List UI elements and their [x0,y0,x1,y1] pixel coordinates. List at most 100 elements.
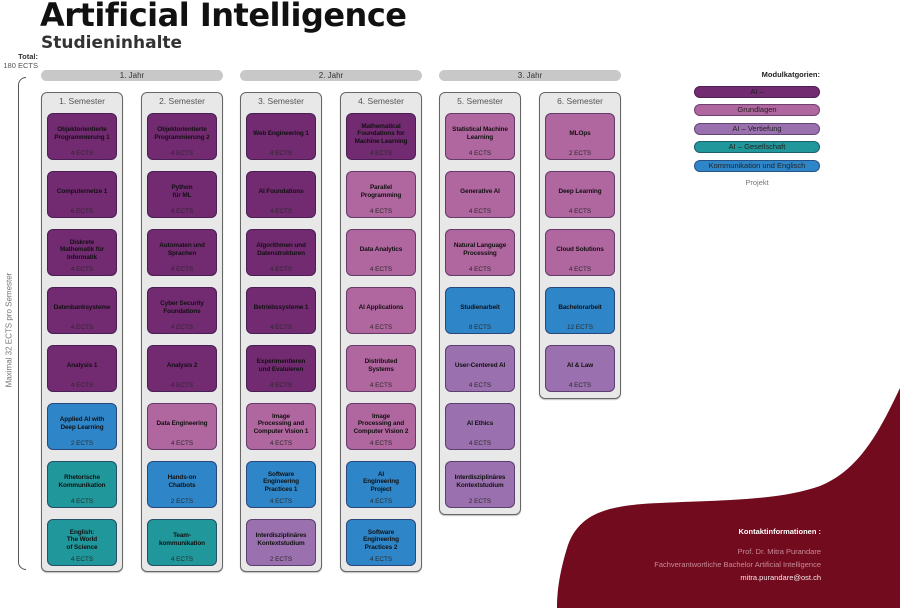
module-name: Experimentieren und Evaluieren [256,358,306,373]
module-name: Betriebssysteme 1 [253,304,309,312]
module-name: Team- kommunikation [159,532,205,547]
semester-column: 2. Semester Objektorientierte Programmie… [141,92,223,572]
max-ects-label: Maximal 32 ECTS pro Semester [4,272,14,388]
module-name: Datenbanksysteme [53,304,111,312]
module-card: Experimentieren und Evaluieren 4 ECTS [246,345,316,392]
module-ects: 2 ECTS [568,150,592,157]
semester-bracket [18,77,26,570]
module-card: Analysis 1 4 ECTS [47,345,117,392]
module-ects: 4 ECTS [568,266,592,273]
legend-item-vertiefung: AI – Vertiefung [694,122,820,135]
legend-title: Modulkatgorien: [761,70,820,79]
module-ects: 4 ECTS [468,266,492,273]
module-ects: 4 ECTS [170,440,194,447]
semester-title: 4. Semester [358,96,404,106]
page-title: Artificial Intelligence [40,0,407,34]
module-name: Parallel Programming [360,184,402,199]
module-ects: 6 ECTS [70,208,94,215]
module-name: Objektorientierte Programmierung 1 [54,126,110,141]
module-card: User-Centered AI 4 ECTS [445,345,515,392]
module-ects: 4 ECTS [369,498,393,505]
page-subtitle: Studieninhalte [41,33,183,53]
module-name: Interdisziplinäres Kontextstudium [454,474,506,489]
module-name: User-Centered AI [454,362,506,370]
module-name: Analysis 1 [66,362,98,370]
module-ects: 4 ECTS [170,382,194,389]
module-ects: 4 ECTS [369,150,393,157]
module-ects: 4 ECTS [70,266,94,273]
module-name: Generative AI [460,188,500,196]
module-ects: 4 ECTS [269,150,293,157]
module-ects: 4 ECTS [568,208,592,215]
legend-item-projekt: Projekt [745,177,769,187]
module-ects: 4 ECTS [170,208,194,215]
module-name: Applied AI with Deep Learning [59,416,105,431]
module-name: MLOps [569,130,591,138]
legend-item-ai-core: AI – [694,86,820,98]
module-name: Hands-on Chatbots [167,474,197,489]
module-ects: 4 ECTS [170,150,194,157]
module-card: Mathematical Foundations for Machine Lea… [346,113,416,160]
total-label: Total: [18,52,38,61]
module-ects: 4 ECTS [468,440,492,447]
semester-title: 2. Semester [159,96,205,106]
module-name: AI Foundations [258,188,304,196]
module-category-legend: Modulkatgorien: AI – Grundlagen AI – Ver… [694,70,820,188]
module-ects: 4 ECTS [369,266,393,273]
module-ects: 4 ECTS [170,324,194,331]
module-ects: 4 ECTS [269,382,293,389]
module-name: Diskrete Mathematik für Informatik [59,238,105,261]
module-ects: 2 ECTS [468,498,492,505]
module-name: English: The World of Science [66,528,98,551]
module-ects: 12 ECTS [567,324,593,331]
module-ects: 4 ECTS [269,440,293,447]
module-ects: 4 ECTS [70,498,94,505]
module-name: Distributed Systems [364,358,398,373]
module-ects: 4 ECTS [468,382,492,389]
module-ects: 4 ECTS [70,382,94,389]
module-name: Interdisziplinäres Kontextstudium [255,532,307,547]
contact-name: Prof. Dr. Mitra Purandare [737,547,821,556]
module-ects: 4 ECTS [70,324,94,331]
module-card: Betriebssysteme 1 4 ECTS [246,287,316,334]
module-ects: 4 ECTS [369,324,393,331]
semester-title: 3. Semester [258,96,304,106]
module-ects: 4 ECTS [269,498,293,505]
contact-email-link[interactable]: mitra.purandare@ost.ch [740,573,821,582]
semester-column: 5. Semester Statistical Machine Learning… [439,92,521,515]
module-ects: 4 ECTS [369,440,393,447]
module-name: Automaten und Sprachen [159,242,205,257]
contact-blob [557,388,900,608]
module-name: Software Engineering Practices 2 [363,528,399,551]
total-value: 180 ECTS [3,61,38,70]
module-name: Deep Learning [558,188,602,196]
total-ects: Total: 180 ECTS [0,52,38,70]
module-ects: 4 ECTS [269,324,293,331]
module-name: Image Processing and Computer Vision 2 [353,412,409,435]
semester-column: 4. Semester Mathematical Foundations for… [340,92,422,572]
module-ects: 4 ECTS [269,266,293,273]
module-name: Statistical Machine Learning [452,126,508,141]
